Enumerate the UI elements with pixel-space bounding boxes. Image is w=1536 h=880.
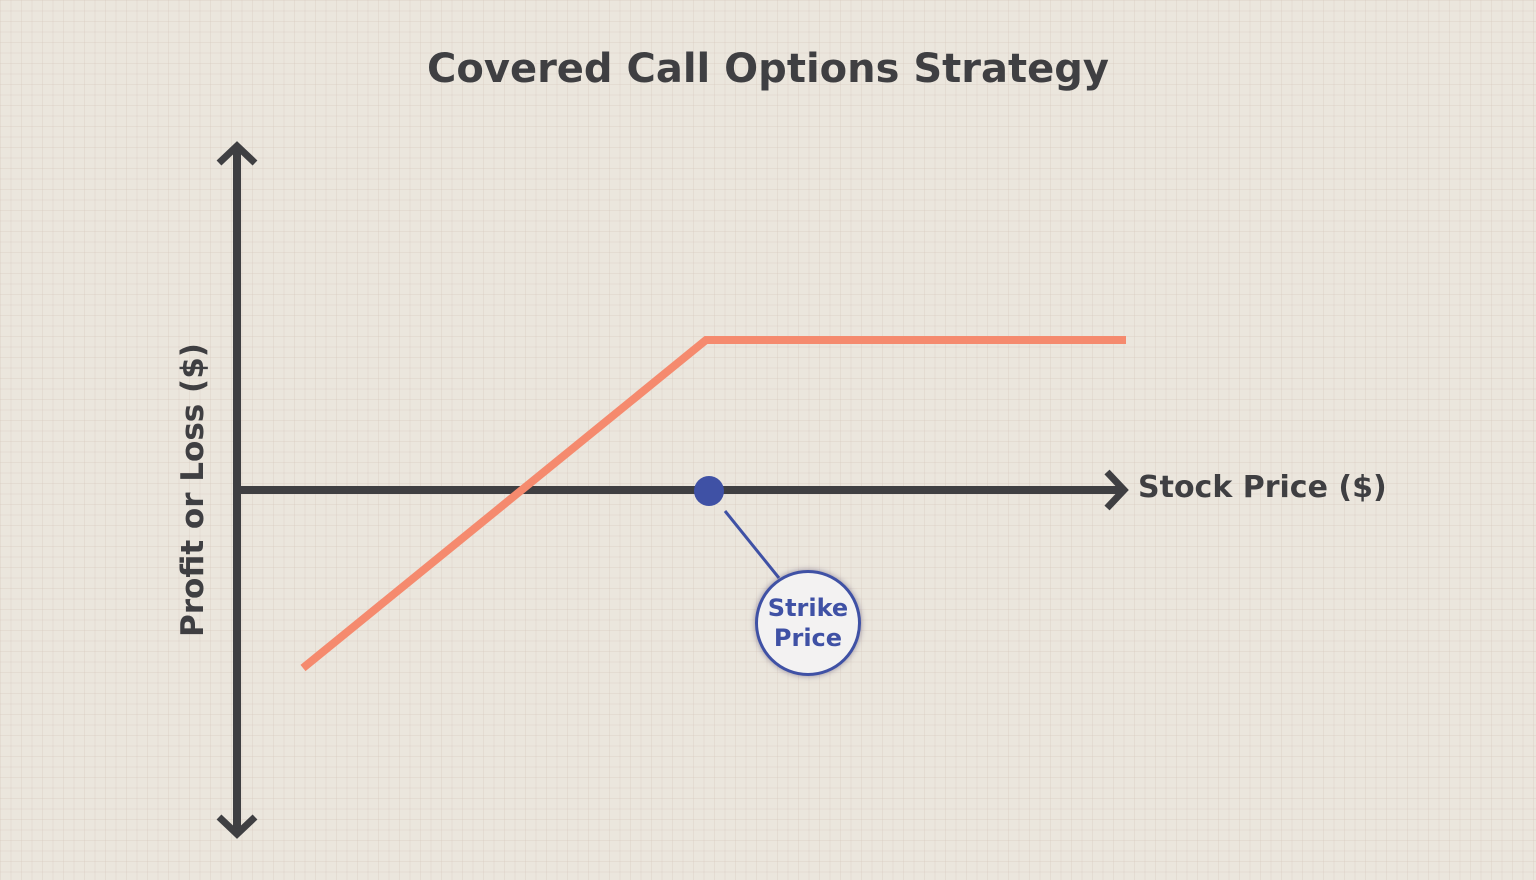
strike-marker (694, 476, 724, 506)
x-axis-arrow-icon (1104, 469, 1129, 511)
y-axis-arrow-up-icon (216, 141, 258, 166)
chart-title: Covered Call Options Strategy (427, 46, 1109, 92)
callout-line1: Strike (767, 594, 849, 622)
x-axis-label: Stock Price ($) (1138, 470, 1387, 505)
strike-price-callout: Strike Price (755, 570, 861, 676)
callout-connector (723, 510, 781, 579)
y-axis-label: Profit or Loss ($) (175, 343, 211, 637)
y-axis-arrow-down-icon (216, 814, 258, 839)
callout-line2: Price (773, 624, 843, 652)
payoff-line (300, 336, 1126, 672)
